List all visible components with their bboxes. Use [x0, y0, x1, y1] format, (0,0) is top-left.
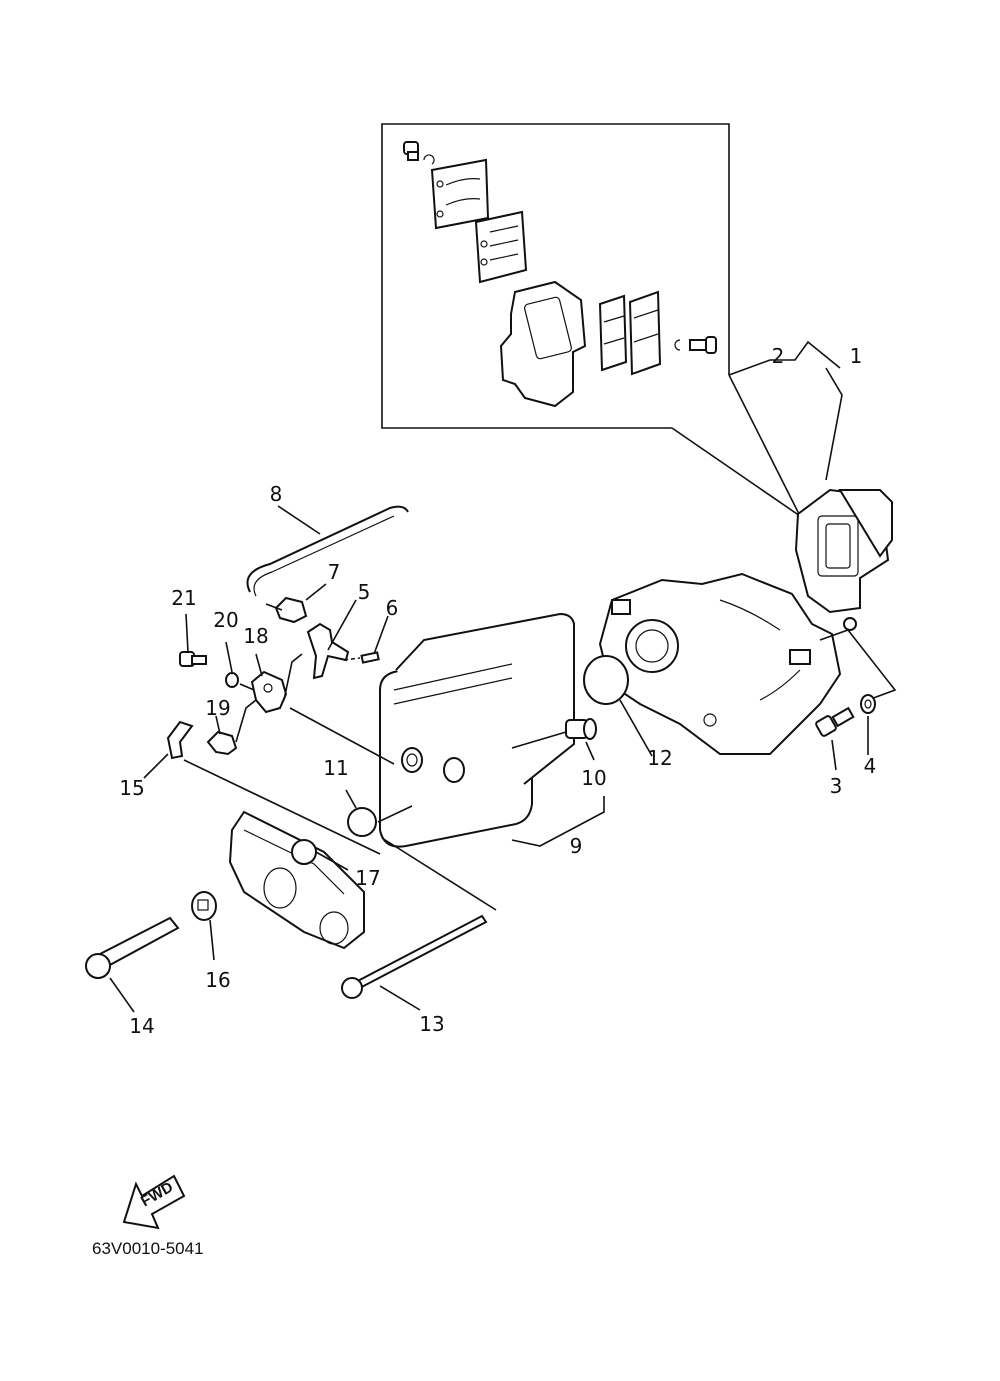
hose-8 [246, 505, 409, 597]
leader-lines-1-2 [728, 340, 843, 481]
bolt-3 [815, 706, 855, 771]
link-18 [250, 653, 395, 765]
callout-19: 19 [205, 696, 231, 720]
callout-3: 3 [829, 774, 843, 798]
callout-15: 15 [119, 776, 145, 800]
callout-2: 2 [771, 344, 785, 368]
callout-7: 7 [327, 560, 341, 584]
callout-10: 10 [581, 766, 607, 790]
intake-body [598, 572, 842, 755]
clip-7 [265, 583, 327, 624]
drawing-code: 63V0010-5041 [92, 1239, 204, 1258]
callout-4: 4 [863, 754, 877, 778]
callout-20: 20 [213, 608, 239, 632]
reed-valve-detail-inset [381, 123, 801, 517]
grommet-17 [291, 839, 349, 871]
leader-lines-9 [511, 796, 605, 847]
callout-16: 16 [205, 968, 231, 992]
reed-valve-assembly [794, 488, 893, 631]
callout-21: 21 [171, 586, 197, 610]
callout-6: 6 [385, 596, 399, 620]
clip-19 [206, 699, 257, 756]
callout-17: 17 [355, 866, 381, 890]
grommet-16 [191, 891, 217, 961]
bolt-14 [85, 916, 180, 1013]
detail-reed-assembly [598, 290, 662, 376]
washer-4 [860, 694, 876, 755]
callout-14: 14 [129, 1014, 155, 1038]
detail-reed-plate [474, 210, 528, 284]
hose-15 [143, 720, 381, 855]
callout-9: 9 [569, 834, 583, 858]
grommet-10 [511, 718, 597, 761]
callout-1: 1 [849, 344, 863, 368]
lever-5 [306, 599, 357, 680]
bolt-13 [341, 837, 497, 1011]
fwd-arrow-icon [122, 1174, 186, 1230]
callout-5: 5 [357, 580, 371, 604]
leader-lines-3-4 [819, 629, 897, 701]
callout-18: 18 [243, 624, 269, 648]
detail-screw-top [403, 141, 435, 165]
bolt-21 [179, 613, 207, 667]
intake-silencer [379, 612, 575, 848]
cap-11 [345, 789, 413, 837]
pin-6 [343, 615, 389, 664]
callout-8: 8 [269, 482, 283, 506]
detail-screw-right [674, 336, 717, 354]
callout-11: 11 [323, 756, 349, 780]
detail-gasket [499, 280, 587, 408]
bracket-housing [228, 810, 365, 950]
washer-20 [225, 641, 255, 691]
callout-13: 13 [419, 1012, 445, 1036]
callout-12: 12 [647, 746, 673, 770]
o-ring-12 [583, 655, 653, 757]
detail-stopper-plate [430, 158, 490, 230]
